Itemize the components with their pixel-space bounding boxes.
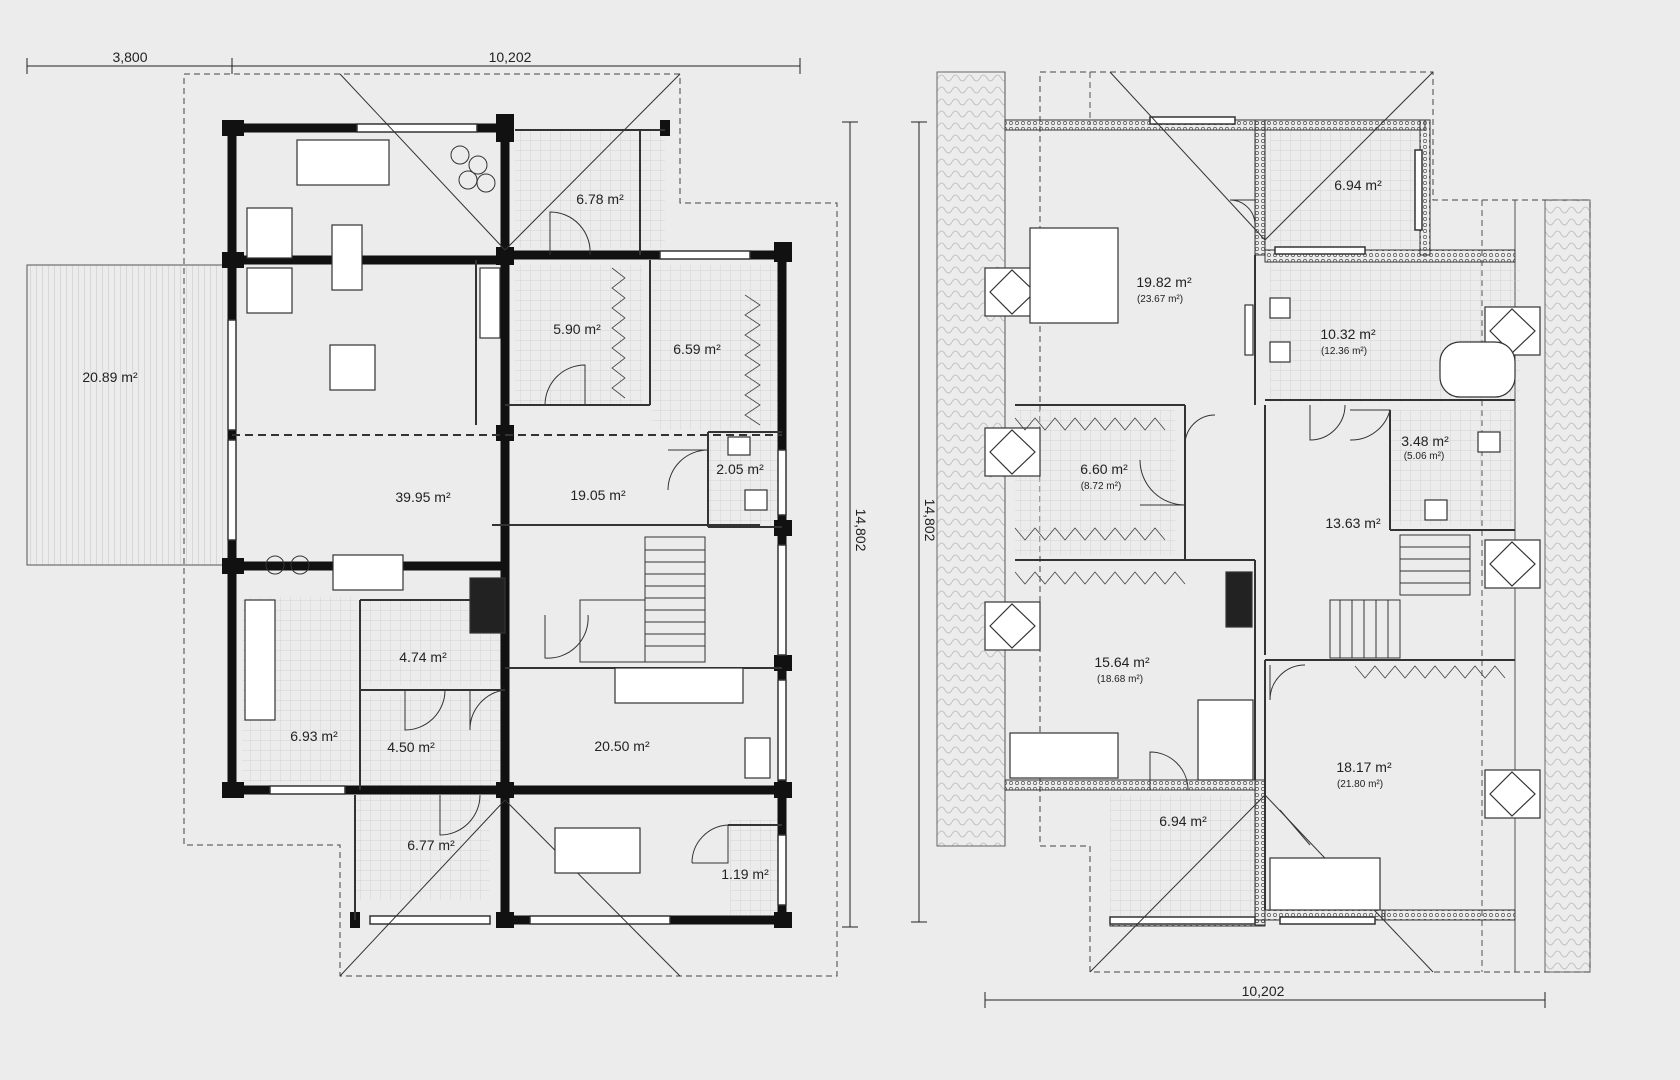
room-area: 6.59 m² (673, 341, 721, 357)
room-area: 6.77 m² (407, 837, 455, 853)
room-area: 2.05 m² (716, 461, 764, 477)
windows (227, 123, 787, 925)
sink-column (1244, 304, 1254, 356)
shelf (744, 737, 771, 779)
sink (1269, 297, 1291, 319)
armchair (246, 207, 293, 259)
room-area: 39.95 m² (395, 489, 451, 505)
desk (1197, 699, 1254, 781)
tile-area (1270, 128, 1420, 248)
room-area: 4.74 m² (399, 649, 447, 665)
room-area: 20.50 m² (594, 738, 650, 754)
sink (1269, 341, 1291, 363)
ground-room-labels: 20.89 m² 6.78 m² 5.90 m² 6.59 m² 2.05 m²… (82, 191, 769, 882)
tile-area (1015, 410, 1175, 555)
upper-room-labels: 6.94 m² 19.82 m² (23.67 m²) 10.32 m² (12… (1080, 177, 1449, 829)
upper-floor-plan: 14,802 10,202 6.94 m² 19.82 m² (23.67 m²… (911, 71, 1591, 1008)
room-area: 10.32 m² (1320, 326, 1376, 342)
furniture (1009, 227, 1516, 911)
dim-top-right: 10,202 (489, 49, 532, 65)
single-bed (1009, 732, 1119, 779)
doors (1139, 199, 1391, 846)
armchair (246, 267, 293, 314)
stairs (1329, 534, 1471, 659)
furniture (244, 139, 771, 874)
tile-area (730, 820, 782, 915)
dining-table (554, 827, 641, 874)
tile-area (1390, 410, 1515, 525)
room-area: 4.50 m² (387, 739, 435, 755)
room-area: 6.78 m² (576, 191, 624, 207)
sink (727, 436, 751, 456)
room-area-gross: (23.67 m²) (1137, 294, 1183, 305)
dim-right-vertical: 14,802 (853, 509, 869, 552)
stairs (579, 536, 706, 663)
ground-floor-plan: 3,800 10,202 14,802 20.89 m² 6.78 m² 5.9… (26, 49, 869, 977)
plants (265, 145, 496, 575)
terrace-deck (26, 264, 233, 566)
room-area: 19.82 m² (1136, 274, 1192, 290)
dim-bottom: 10,202 (1242, 983, 1285, 999)
room-area: 1.19 m² (721, 866, 769, 882)
room-area: 13.63 m² (1325, 515, 1381, 531)
double-bed (1029, 227, 1119, 324)
room-area: 15.64 m² (1094, 654, 1150, 670)
dim-top-left: 3,800 (112, 49, 147, 65)
ground-dimensions: 3,800 10,202 14,802 (26, 49, 869, 928)
desk (1269, 857, 1381, 911)
log-ends (222, 114, 792, 928)
stove (1225, 571, 1253, 628)
tile-area (652, 265, 782, 430)
roof-slope-right (1544, 199, 1591, 973)
windows (1109, 116, 1423, 925)
room-area: 20.89 m² (82, 369, 138, 385)
tile-area (1110, 795, 1255, 920)
kitchen-counter (614, 667, 744, 704)
room-area: 6.93 m² (290, 728, 338, 744)
doors (404, 211, 729, 864)
room-area: 3.48 m² (1401, 433, 1449, 449)
room-area-gross: (5.06 m²) (1404, 451, 1445, 462)
fireplace (479, 267, 501, 339)
shelf (244, 599, 276, 721)
tile-area (360, 695, 505, 785)
stove (469, 577, 506, 634)
wardrobes (1014, 417, 1506, 679)
room-area: 6.60 m² (1080, 461, 1128, 477)
wc (1477, 431, 1501, 453)
room-area: 6.94 m² (1159, 813, 1207, 829)
room-area-gross: (12.36 m²) (1321, 346, 1367, 357)
room-area: 6.94 m² (1334, 177, 1382, 193)
room-area-gross: (8.72 m²) (1081, 481, 1122, 492)
room-area: 19.05 m² (570, 487, 626, 503)
dim-left-vertical: 14,802 (922, 499, 938, 542)
roof-ridges (339, 73, 681, 977)
sofa (296, 139, 390, 186)
roof-outline (183, 73, 838, 977)
wardrobes (611, 267, 761, 426)
tile-area (515, 130, 665, 248)
roof-outline (1039, 71, 1591, 973)
tile-area (355, 795, 490, 900)
roof-windows (984, 267, 1541, 819)
coffee-table (331, 224, 363, 291)
room-area-gross: (18.68 m²) (1097, 674, 1143, 685)
interior-walls (1015, 255, 1515, 910)
room-area: 5.90 m² (553, 321, 601, 337)
wc (744, 489, 768, 511)
armchair (329, 344, 376, 391)
room-area: 18.17 m² (1336, 759, 1392, 775)
upper-dimensions: 14,802 10,202 (911, 121, 1546, 1008)
room-area-gross: (21.80 m²) (1337, 779, 1383, 790)
bench (332, 554, 404, 591)
bathtub (1439, 341, 1516, 398)
shower-tray (1424, 499, 1448, 521)
